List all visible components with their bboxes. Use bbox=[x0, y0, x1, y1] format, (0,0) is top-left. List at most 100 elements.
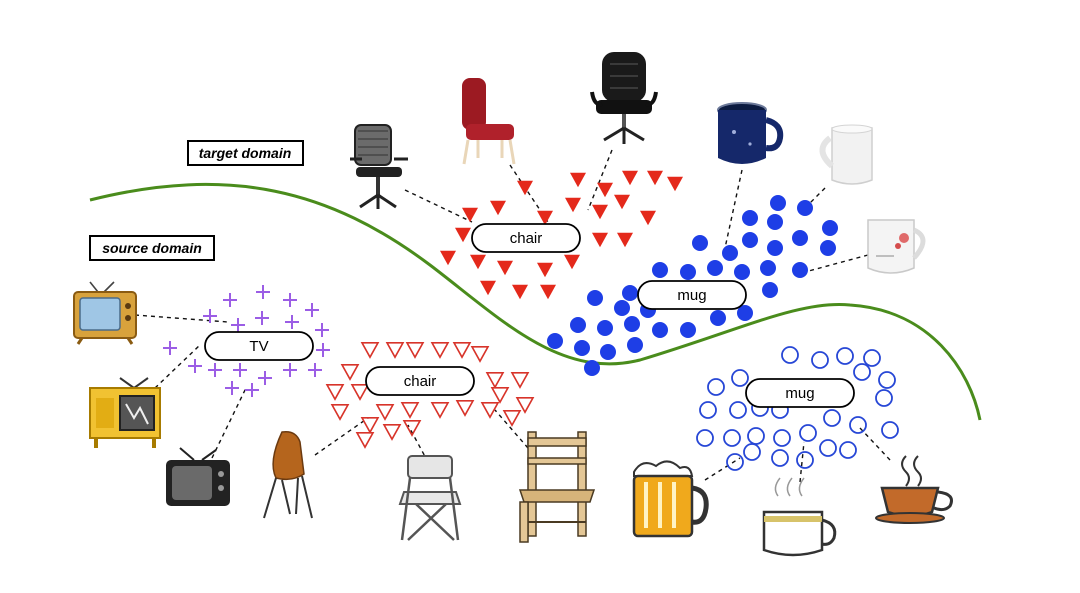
target-mug-marker bbox=[587, 290, 603, 306]
target-mug-marker bbox=[600, 344, 616, 360]
cluster-label-text: chair bbox=[404, 373, 437, 390]
source-mug-marker bbox=[878, 371, 896, 389]
target-mug-marker bbox=[820, 240, 836, 256]
cluster-label-text: mug bbox=[785, 385, 814, 402]
cluster-label-source-chair: chair bbox=[365, 366, 475, 396]
target-mug-marker bbox=[734, 264, 750, 280]
target-mug-marker bbox=[680, 322, 696, 338]
target-chair-marker bbox=[647, 170, 663, 186]
connector-line bbox=[704, 457, 741, 481]
target-chair-marker bbox=[517, 180, 533, 196]
source-mug-marker bbox=[853, 363, 871, 381]
source-mug-marker bbox=[863, 349, 881, 367]
source-chair-marker bbox=[430, 342, 450, 359]
source-chair-marker bbox=[485, 372, 505, 389]
connector-line bbox=[211, 387, 247, 459]
office-chair-leather-icon bbox=[590, 52, 658, 144]
wooden-chair-icon bbox=[518, 431, 596, 543]
target-mug-marker bbox=[767, 240, 783, 256]
source-domain-label: source domain bbox=[89, 235, 215, 261]
target-mug-marker bbox=[627, 337, 643, 353]
target-chair-marker bbox=[537, 210, 553, 226]
source-domain-text: source domain bbox=[102, 240, 202, 256]
cluster-label-text: TV bbox=[249, 338, 268, 355]
source-tv-marker bbox=[283, 363, 297, 377]
connector-line bbox=[804, 254, 869, 273]
cluster-markers bbox=[163, 170, 899, 471]
connector-line bbox=[724, 169, 743, 249]
source-chair-marker bbox=[502, 410, 522, 427]
target-mug-marker bbox=[797, 200, 813, 216]
target-mug-marker bbox=[742, 232, 758, 248]
source-tv-marker bbox=[223, 293, 237, 307]
source-mug-marker bbox=[875, 389, 893, 407]
connector-lines bbox=[134, 149, 891, 483]
folding-chair-icon bbox=[398, 455, 462, 541]
source-mug-marker bbox=[696, 429, 714, 447]
source-mug-marker bbox=[811, 351, 829, 369]
target-mug-marker bbox=[547, 333, 563, 349]
source-tv-marker bbox=[285, 315, 299, 329]
target-mug-marker bbox=[570, 317, 586, 333]
connector-line bbox=[799, 441, 805, 483]
target-chair-marker bbox=[512, 284, 528, 300]
source-tv-marker bbox=[208, 363, 222, 377]
target-mug-marker bbox=[622, 285, 638, 301]
target-mug-marker bbox=[767, 214, 783, 230]
flower-mug-icon bbox=[867, 219, 926, 274]
target-chair-marker bbox=[462, 207, 478, 223]
target-chair-marker bbox=[440, 250, 456, 266]
target-mug-marker bbox=[722, 245, 738, 261]
target-mug-marker bbox=[574, 340, 590, 356]
target-chair-marker bbox=[540, 284, 556, 300]
target-domain-label: target domain bbox=[187, 140, 304, 166]
target-mug-marker bbox=[624, 316, 640, 332]
target-domain-text: target domain bbox=[199, 145, 292, 161]
target-mug-marker bbox=[792, 230, 808, 246]
cluster-label-source-mug: mug bbox=[745, 378, 855, 408]
source-mug-marker bbox=[819, 439, 837, 457]
target-mug-marker bbox=[762, 282, 778, 298]
cluster-label-text: chair bbox=[510, 230, 543, 247]
source-chair-marker bbox=[360, 342, 380, 359]
source-chair-marker bbox=[470, 346, 490, 363]
source-chair-marker bbox=[455, 400, 475, 417]
source-chair-marker bbox=[405, 342, 425, 359]
target-chair-marker bbox=[617, 232, 633, 248]
target-mug-marker bbox=[692, 235, 708, 251]
source-tv-marker bbox=[256, 285, 270, 299]
dining-chair-red-icon bbox=[462, 78, 516, 165]
source-tv-marker bbox=[233, 363, 247, 377]
source-tv-marker bbox=[225, 381, 239, 395]
source-mug-marker bbox=[743, 443, 761, 461]
target-chair-marker bbox=[597, 182, 613, 198]
target-mug-marker bbox=[742, 210, 758, 226]
source-chair-marker bbox=[330, 404, 350, 421]
source-mug-marker bbox=[726, 453, 744, 471]
target-mug-marker bbox=[822, 220, 838, 236]
source-chair-marker bbox=[490, 387, 510, 404]
source-chair-marker bbox=[480, 402, 500, 419]
source-tv-marker bbox=[231, 318, 245, 332]
source-tv-marker bbox=[308, 363, 322, 377]
target-mug-marker bbox=[770, 195, 786, 211]
connector-line bbox=[494, 409, 529, 449]
source-chair-marker bbox=[430, 402, 450, 419]
target-chair-marker bbox=[614, 194, 630, 210]
connector-line bbox=[404, 189, 473, 223]
source-tv-marker bbox=[315, 323, 329, 337]
retro-tv-icon bbox=[73, 281, 137, 345]
source-tv-marker bbox=[255, 311, 269, 325]
source-mug-marker bbox=[707, 378, 725, 396]
source-tv-marker bbox=[245, 383, 259, 397]
cluster-label-target-chair: chair bbox=[471, 223, 581, 253]
target-chair-marker bbox=[592, 232, 608, 248]
source-tv-marker bbox=[283, 293, 297, 307]
source-mug-marker bbox=[731, 369, 749, 387]
target-mug-marker bbox=[584, 360, 600, 376]
source-mug-marker bbox=[699, 401, 717, 419]
target-chair-marker bbox=[537, 262, 553, 278]
source-mug-marker bbox=[773, 429, 791, 447]
source-tv-marker bbox=[258, 371, 272, 385]
